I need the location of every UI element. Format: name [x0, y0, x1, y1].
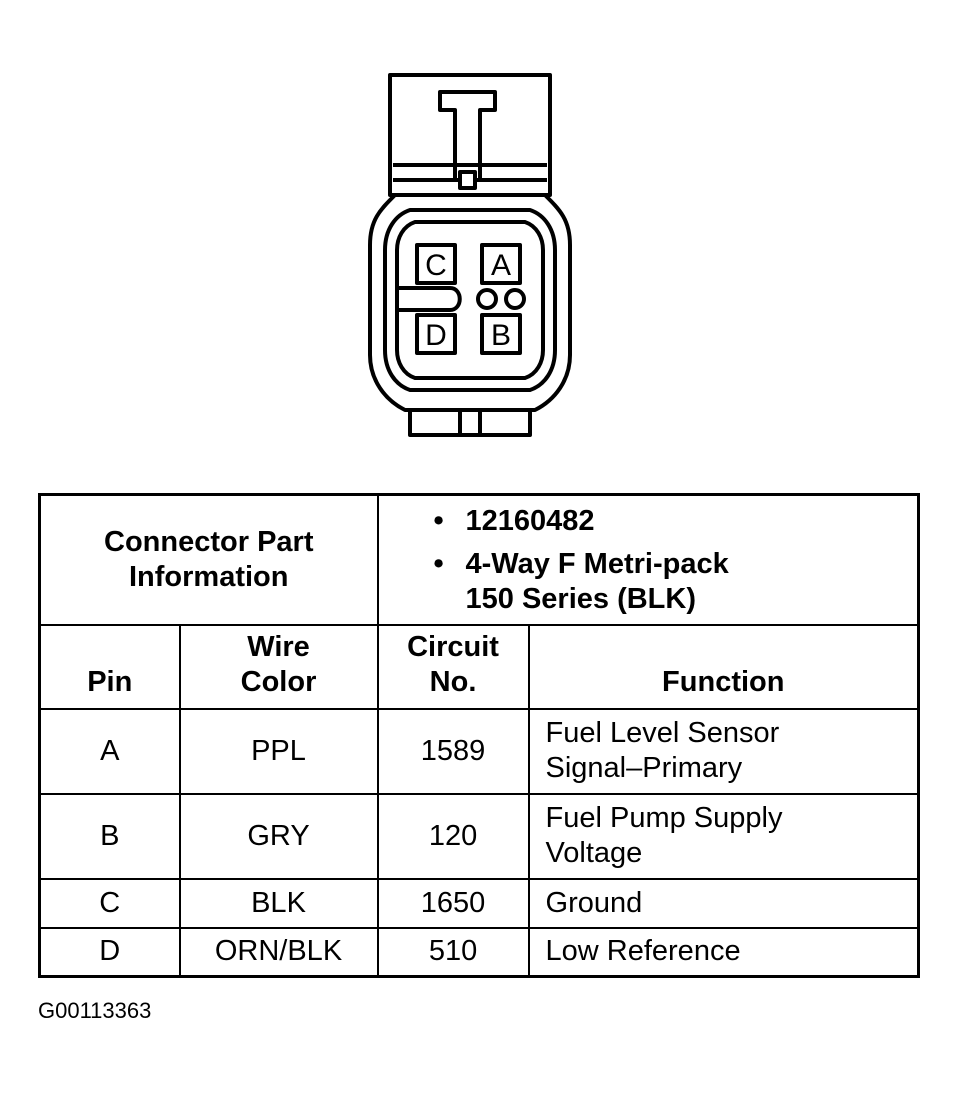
pin-cell: C — [38, 877, 181, 929]
header-row: Pin Wire Color Circuit No. Function — [38, 623, 920, 710]
circuit-cell: 120 — [376, 792, 530, 880]
header-pin: Pin — [38, 623, 181, 710]
pin-c-label: C — [425, 249, 447, 282]
part-info-list: •12160482 •4-Way F Metri-pack 150 Series… — [376, 493, 920, 626]
pin-cell: A — [38, 707, 181, 795]
wire-color-cell: PPL — [178, 707, 379, 795]
circuit-cell: 1650 — [376, 877, 530, 929]
function-cell: Ground — [527, 877, 920, 929]
pin-cell: D — [38, 926, 181, 978]
connector-info-table: Connector Part Information •12160482 •4-… — [38, 493, 921, 978]
table-row: A PPL 1589 Fuel Level Sensor Signal–Prim… — [38, 707, 920, 795]
table-row: B GRY 120 Fuel Pump Supply Voltage — [38, 792, 920, 880]
wire-color-cell: GRY — [178, 792, 379, 880]
function-cell: Fuel Pump Supply Voltage — [527, 792, 920, 880]
function-cell: Fuel Level Sensor Signal–Primary — [527, 707, 920, 795]
wire-color-cell: ORN/BLK — [178, 926, 379, 978]
table-row: C BLK 1650 Ground — [38, 877, 920, 929]
connector-face-diagram: C A D B — [368, 73, 572, 437]
pin-cell: B — [38, 792, 181, 880]
function-cell: Low Reference — [527, 926, 920, 978]
header-circuit-no: Circuit No. — [376, 623, 530, 710]
table-row: D ORN/BLK 510 Low Reference — [38, 926, 920, 978]
wire-color-cell: BLK — [178, 877, 379, 929]
part-info-row: Connector Part Information •12160482 •4-… — [38, 493, 920, 626]
header-function: Function — [527, 623, 920, 710]
pin-b-label: B — [491, 319, 511, 352]
circuit-cell: 1589 — [376, 707, 530, 795]
pin-a-label: A — [491, 249, 511, 282]
header-wire-color: Wire Color — [178, 623, 379, 710]
part-info-label: Connector Part Information — [38, 493, 379, 626]
pin-d-label: D — [425, 319, 447, 352]
part-description-item: •4-Way F Metri-pack — [433, 548, 729, 580]
part-number-item: •12160482 — [433, 505, 595, 537]
figure-id: G00113363 — [38, 998, 152, 1023]
part-series-item: 150 Series (BLK) — [465, 583, 697, 615]
circuit-cell: 510 — [376, 926, 530, 978]
